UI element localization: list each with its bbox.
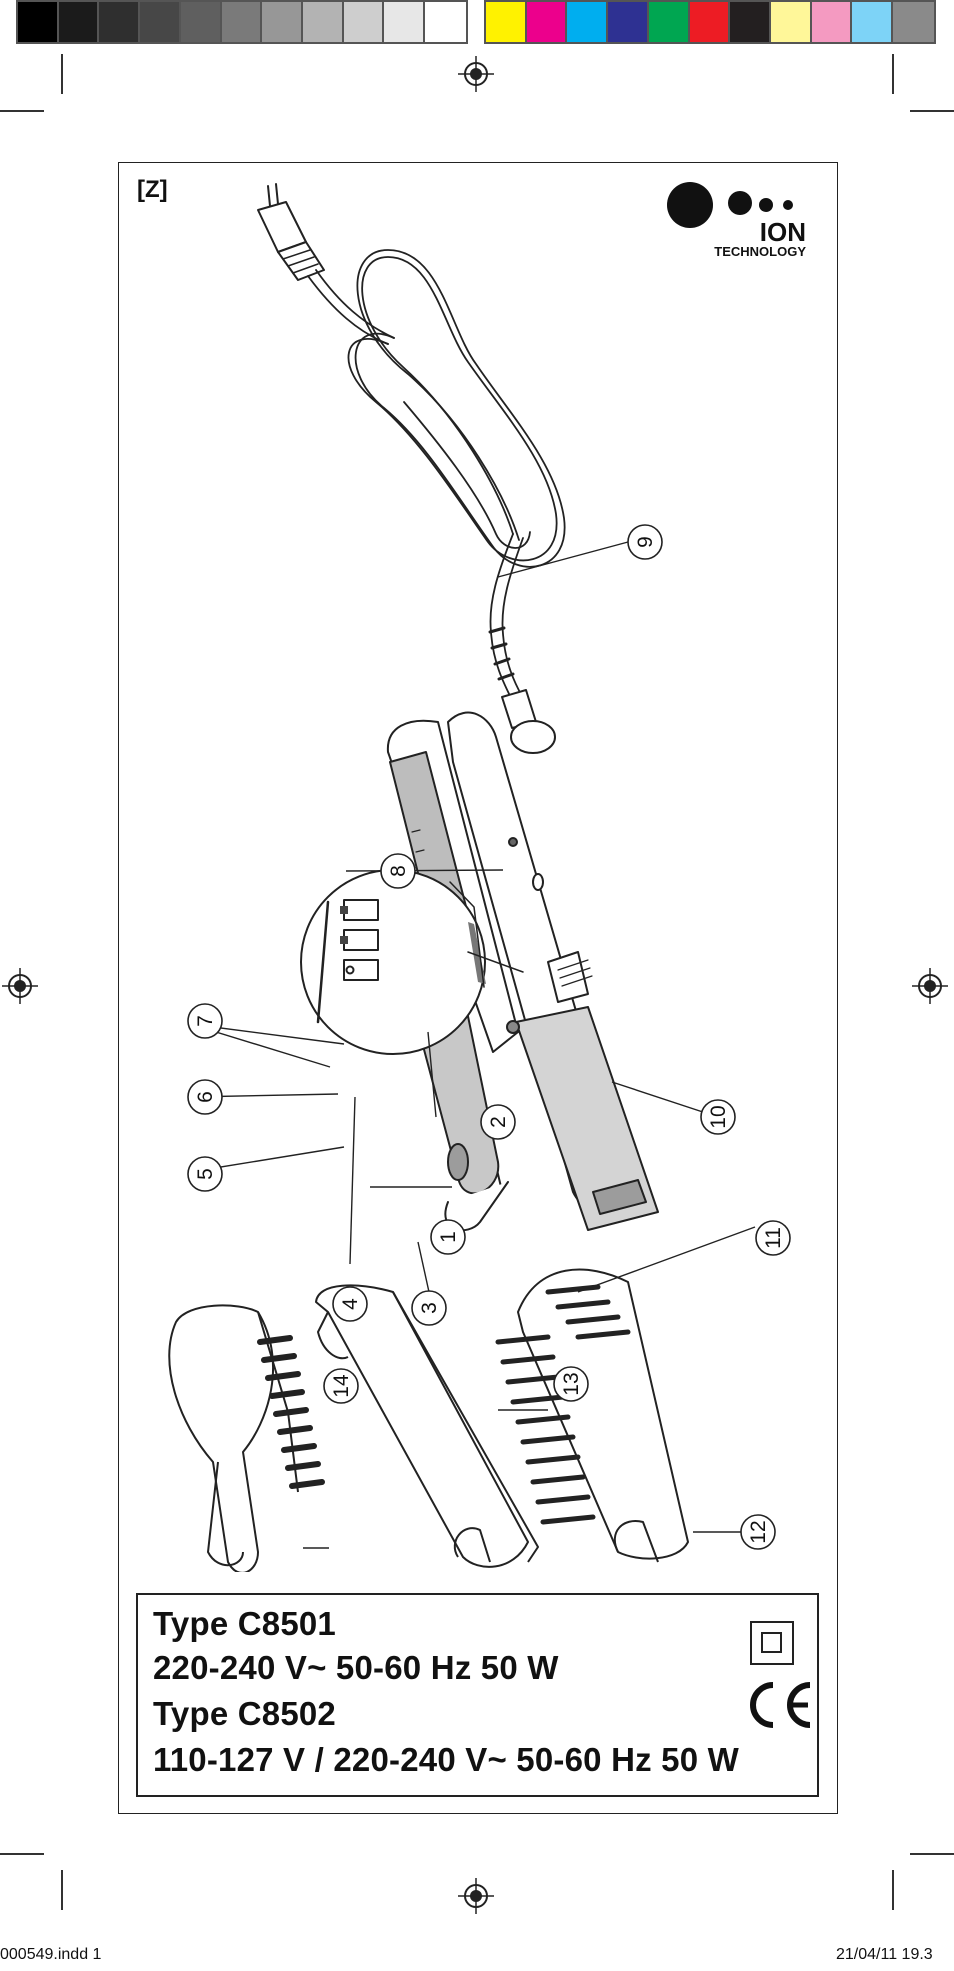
- callout-11: 11: [755, 1220, 791, 1256]
- crop-mark: [0, 110, 44, 112]
- figure-label: [Z]: [137, 176, 168, 203]
- svg-text:8: 8: [387, 865, 410, 877]
- power-cord: [307, 249, 566, 703]
- page-frame: [118, 162, 838, 1814]
- svg-text:14: 14: [330, 1374, 353, 1398]
- color-swatch: [526, 2, 568, 42]
- callout-12: 12: [740, 1514, 776, 1550]
- crop-mark: [910, 1853, 954, 1855]
- svg-text:3: 3: [418, 1302, 441, 1314]
- callout-2: 2: [480, 1104, 516, 1140]
- crop-mark: [61, 54, 63, 94]
- color-swatch: [730, 2, 772, 42]
- ion-technology-logo: ION TECHNOLOGY: [667, 182, 806, 259]
- callout-8: 8: [380, 853, 416, 889]
- attachment-plate: [315, 1284, 539, 1568]
- spec-box: Type C8501 220-240 V~ 50-60 Hz 50 W Type…: [136, 1593, 819, 1797]
- svg-text:7: 7: [194, 1015, 217, 1027]
- spec-type-2: Type C8502: [153, 1695, 336, 1732]
- callout-9: 9: [627, 524, 663, 560]
- ce-mark-icon: [750, 1682, 811, 1728]
- callout-6: 6: [187, 1079, 223, 1115]
- svg-text:6: 6: [194, 1091, 217, 1103]
- callout-14: 14: [323, 1368, 359, 1404]
- footer-timestamp: 21/04/11 19.3: [836, 1946, 933, 1963]
- svg-text:2: 2: [487, 1116, 510, 1128]
- color-swatch: [99, 2, 141, 42]
- svg-text:1: 1: [437, 1231, 460, 1243]
- svg-text:13: 13: [560, 1372, 583, 1395]
- color-swatch: [608, 2, 649, 42]
- color-swatch: [648, 2, 690, 42]
- attachments: [168, 1268, 689, 1572]
- registration-target-icon: [458, 56, 494, 92]
- footer-filename: 000549.indd 1: [0, 1946, 102, 1963]
- spec-voltage-1: 220-240 V~ 50-60 Hz 50 W: [153, 1649, 559, 1686]
- color-swatch: [384, 2, 426, 42]
- color-swatch: [811, 2, 853, 42]
- color-swatch: [221, 2, 263, 42]
- power-plug: [257, 183, 325, 281]
- callout-7: 7: [187, 1003, 223, 1039]
- svg-text:12: 12: [747, 1520, 770, 1543]
- color-swatch: [140, 2, 181, 42]
- color-swatch: [343, 2, 385, 42]
- logo-ion-text: ION: [760, 217, 806, 247]
- double-insulation-icon: [750, 1621, 794, 1665]
- svg-text:5: 5: [194, 1168, 217, 1180]
- attachment-comb-small: [168, 1304, 325, 1572]
- callout-4: 4: [332, 1286, 368, 1322]
- callout-1: 1: [430, 1219, 466, 1255]
- hinge: [510, 720, 556, 754]
- logo-technology-text: TECHNOLOGY: [714, 244, 806, 259]
- spec-voltage-2: 110-127 V / 220-240 V~ 50-60 Hz 50 W: [153, 1741, 739, 1778]
- svg-text:9: 9: [634, 536, 657, 548]
- color-swatch: [180, 2, 222, 42]
- svg-text:4: 4: [339, 1298, 362, 1310]
- color-swatch: [689, 2, 731, 42]
- color-swatch: [852, 2, 894, 42]
- spec-type-1: Type C8501: [153, 1605, 336, 1642]
- crop-mark: [61, 1870, 63, 1910]
- color-swatch: [262, 2, 304, 42]
- callout-3: 3: [411, 1290, 447, 1326]
- color-swatch: [58, 2, 100, 42]
- crop-mark: [910, 110, 954, 112]
- color-swatch: [486, 2, 527, 42]
- color-swatch: [425, 2, 466, 42]
- registration-target-icon: [912, 968, 948, 1004]
- color-swatch: [567, 2, 609, 42]
- color-swatch: [771, 2, 812, 42]
- callout-5: 5: [187, 1156, 223, 1192]
- svg-text:11: 11: [762, 1227, 785, 1249]
- color-swatch: [18, 2, 59, 42]
- control-panel-magnifier: [300, 869, 524, 1055]
- hair-straightener-illustration: [168, 183, 756, 1572]
- callout-13: 13: [553, 1366, 589, 1402]
- crop-mark: [0, 1853, 44, 1855]
- registration-target-icon: [458, 1878, 494, 1914]
- registration-target-icon: [2, 968, 38, 1004]
- svg-text:10: 10: [707, 1105, 730, 1128]
- process-color-bar: [484, 0, 936, 44]
- color-swatch: [893, 2, 934, 42]
- crop-mark: [892, 54, 894, 94]
- callout-10: 10: [700, 1099, 736, 1135]
- color-swatch: [303, 2, 344, 42]
- callout-numbers: 1 2 3 4 5 6 7 8 9 10 11 12 13 14: [187, 524, 791, 1550]
- attachment-comb-large: [495, 1268, 689, 1563]
- grayscale-color-bar: [16, 0, 468, 44]
- straightener-arm-right: [447, 711, 659, 1231]
- crop-mark: [892, 1870, 894, 1910]
